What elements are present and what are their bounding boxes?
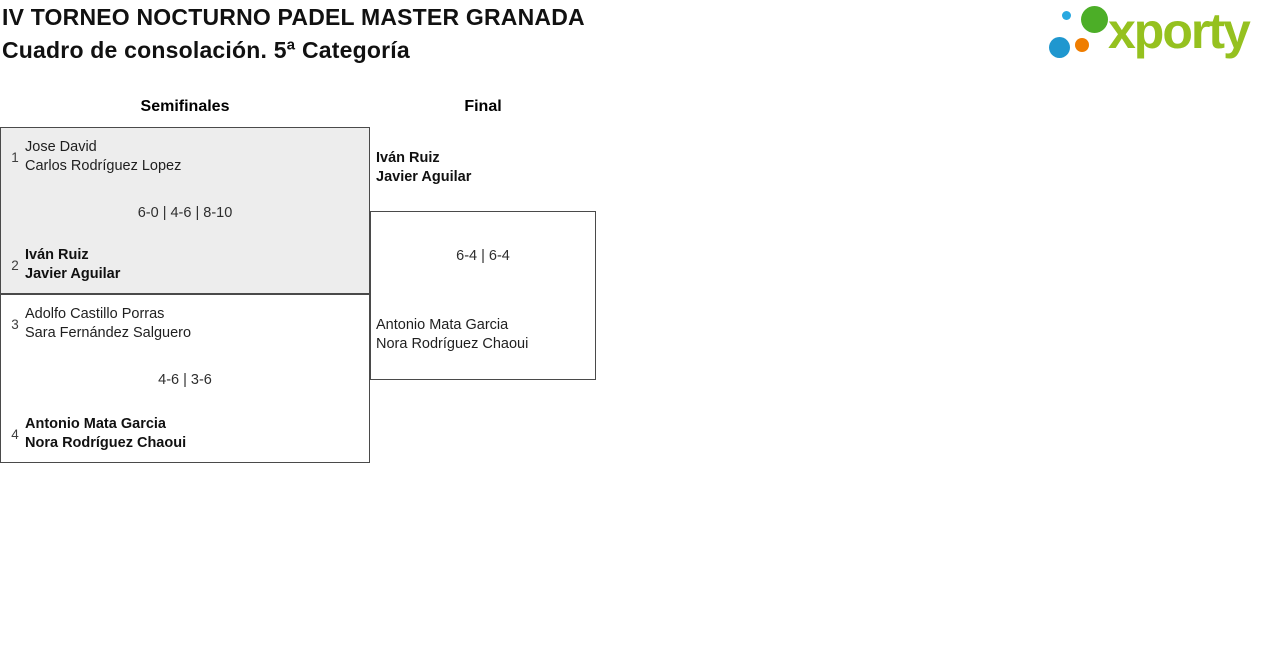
player-name: Nora Rodríguez Chaoui bbox=[25, 435, 187, 451]
team-names: Jose David Carlos Rodríguez Lopez bbox=[25, 138, 181, 176]
team-names: Iván Ruiz Javier Aguilar bbox=[25, 246, 120, 284]
round-label-semifinals: Semifinales bbox=[140, 98, 230, 115]
match-score: 4-6 | 3-6 bbox=[158, 372, 212, 388]
player-name: Javier Aguilar bbox=[376, 169, 472, 185]
player-name: Adolfo Castillo Porras bbox=[25, 306, 165, 322]
match-score: 6-4 | 6-4 bbox=[456, 248, 510, 264]
round-label-final: Final bbox=[464, 98, 502, 115]
final-team-bottom: Antonio Mata Garcia Nora Rodríguez Chaou… bbox=[376, 316, 528, 354]
match-semifinal-1[interactable]: 1 Jose David Carlos Rodríguez Lopez 6-0 … bbox=[0, 127, 370, 294]
match-semifinal-2[interactable]: 3 Adolfo Castillo Porras Sara Fernández … bbox=[0, 294, 370, 463]
team-names: Antonio Mata Garcia Nora Rodríguez Chaou… bbox=[25, 415, 186, 453]
seed-number: 2 bbox=[11, 257, 19, 273]
page-title: IV TORNEO NOCTURNO PADEL MASTER GRANADA bbox=[2, 4, 585, 30]
seed-number: 1 bbox=[11, 149, 19, 165]
xporty-logo: xporty bbox=[1048, 3, 1280, 64]
player-name: Iván Ruiz bbox=[376, 150, 440, 166]
page-subtitle: Cuadro de consolación. 5ª Categoría bbox=[2, 37, 410, 63]
team-seed-2: 2 Iván Ruiz Javier Aguilar bbox=[7, 246, 120, 284]
player-name: Sara Fernández Salguero bbox=[25, 325, 192, 341]
team-names: Adolfo Castillo Porras Sara Fernández Sa… bbox=[25, 305, 191, 343]
final-team-top: Iván Ruiz Javier Aguilar bbox=[376, 149, 471, 187]
logo-blue-dot-icon bbox=[1049, 37, 1070, 58]
logo-small-blue-dot-icon bbox=[1062, 11, 1071, 20]
team-seed-4: 4 Antonio Mata Garcia Nora Rodríguez Cha… bbox=[7, 415, 186, 453]
team-seed-1: 1 Jose David Carlos Rodríguez Lopez bbox=[7, 138, 181, 176]
player-name: Antonio Mata Garcia bbox=[25, 416, 166, 432]
player-name: Iván Ruiz bbox=[25, 247, 89, 263]
player-name: Nora Rodríguez Chaoui bbox=[376, 336, 529, 352]
logo-green-dot-icon bbox=[1081, 6, 1108, 33]
seed-number: 3 bbox=[11, 316, 19, 332]
seed-number: 4 bbox=[11, 426, 19, 442]
logo-orange-dot-icon bbox=[1075, 38, 1089, 52]
match-score: 6-0 | 4-6 | 8-10 bbox=[137, 205, 233, 221]
player-name: Javier Aguilar bbox=[25, 266, 121, 282]
logo-wordmark: xporty bbox=[1108, 3, 1251, 59]
team-seed-3: 3 Adolfo Castillo Porras Sara Fernández … bbox=[7, 305, 191, 343]
player-name: Jose David bbox=[25, 139, 97, 155]
match-final[interactable]: 6-4 | 6-4 bbox=[370, 211, 596, 380]
player-name: Carlos Rodríguez Lopez bbox=[25, 158, 182, 174]
player-name: Antonio Mata Garcia bbox=[376, 317, 509, 333]
